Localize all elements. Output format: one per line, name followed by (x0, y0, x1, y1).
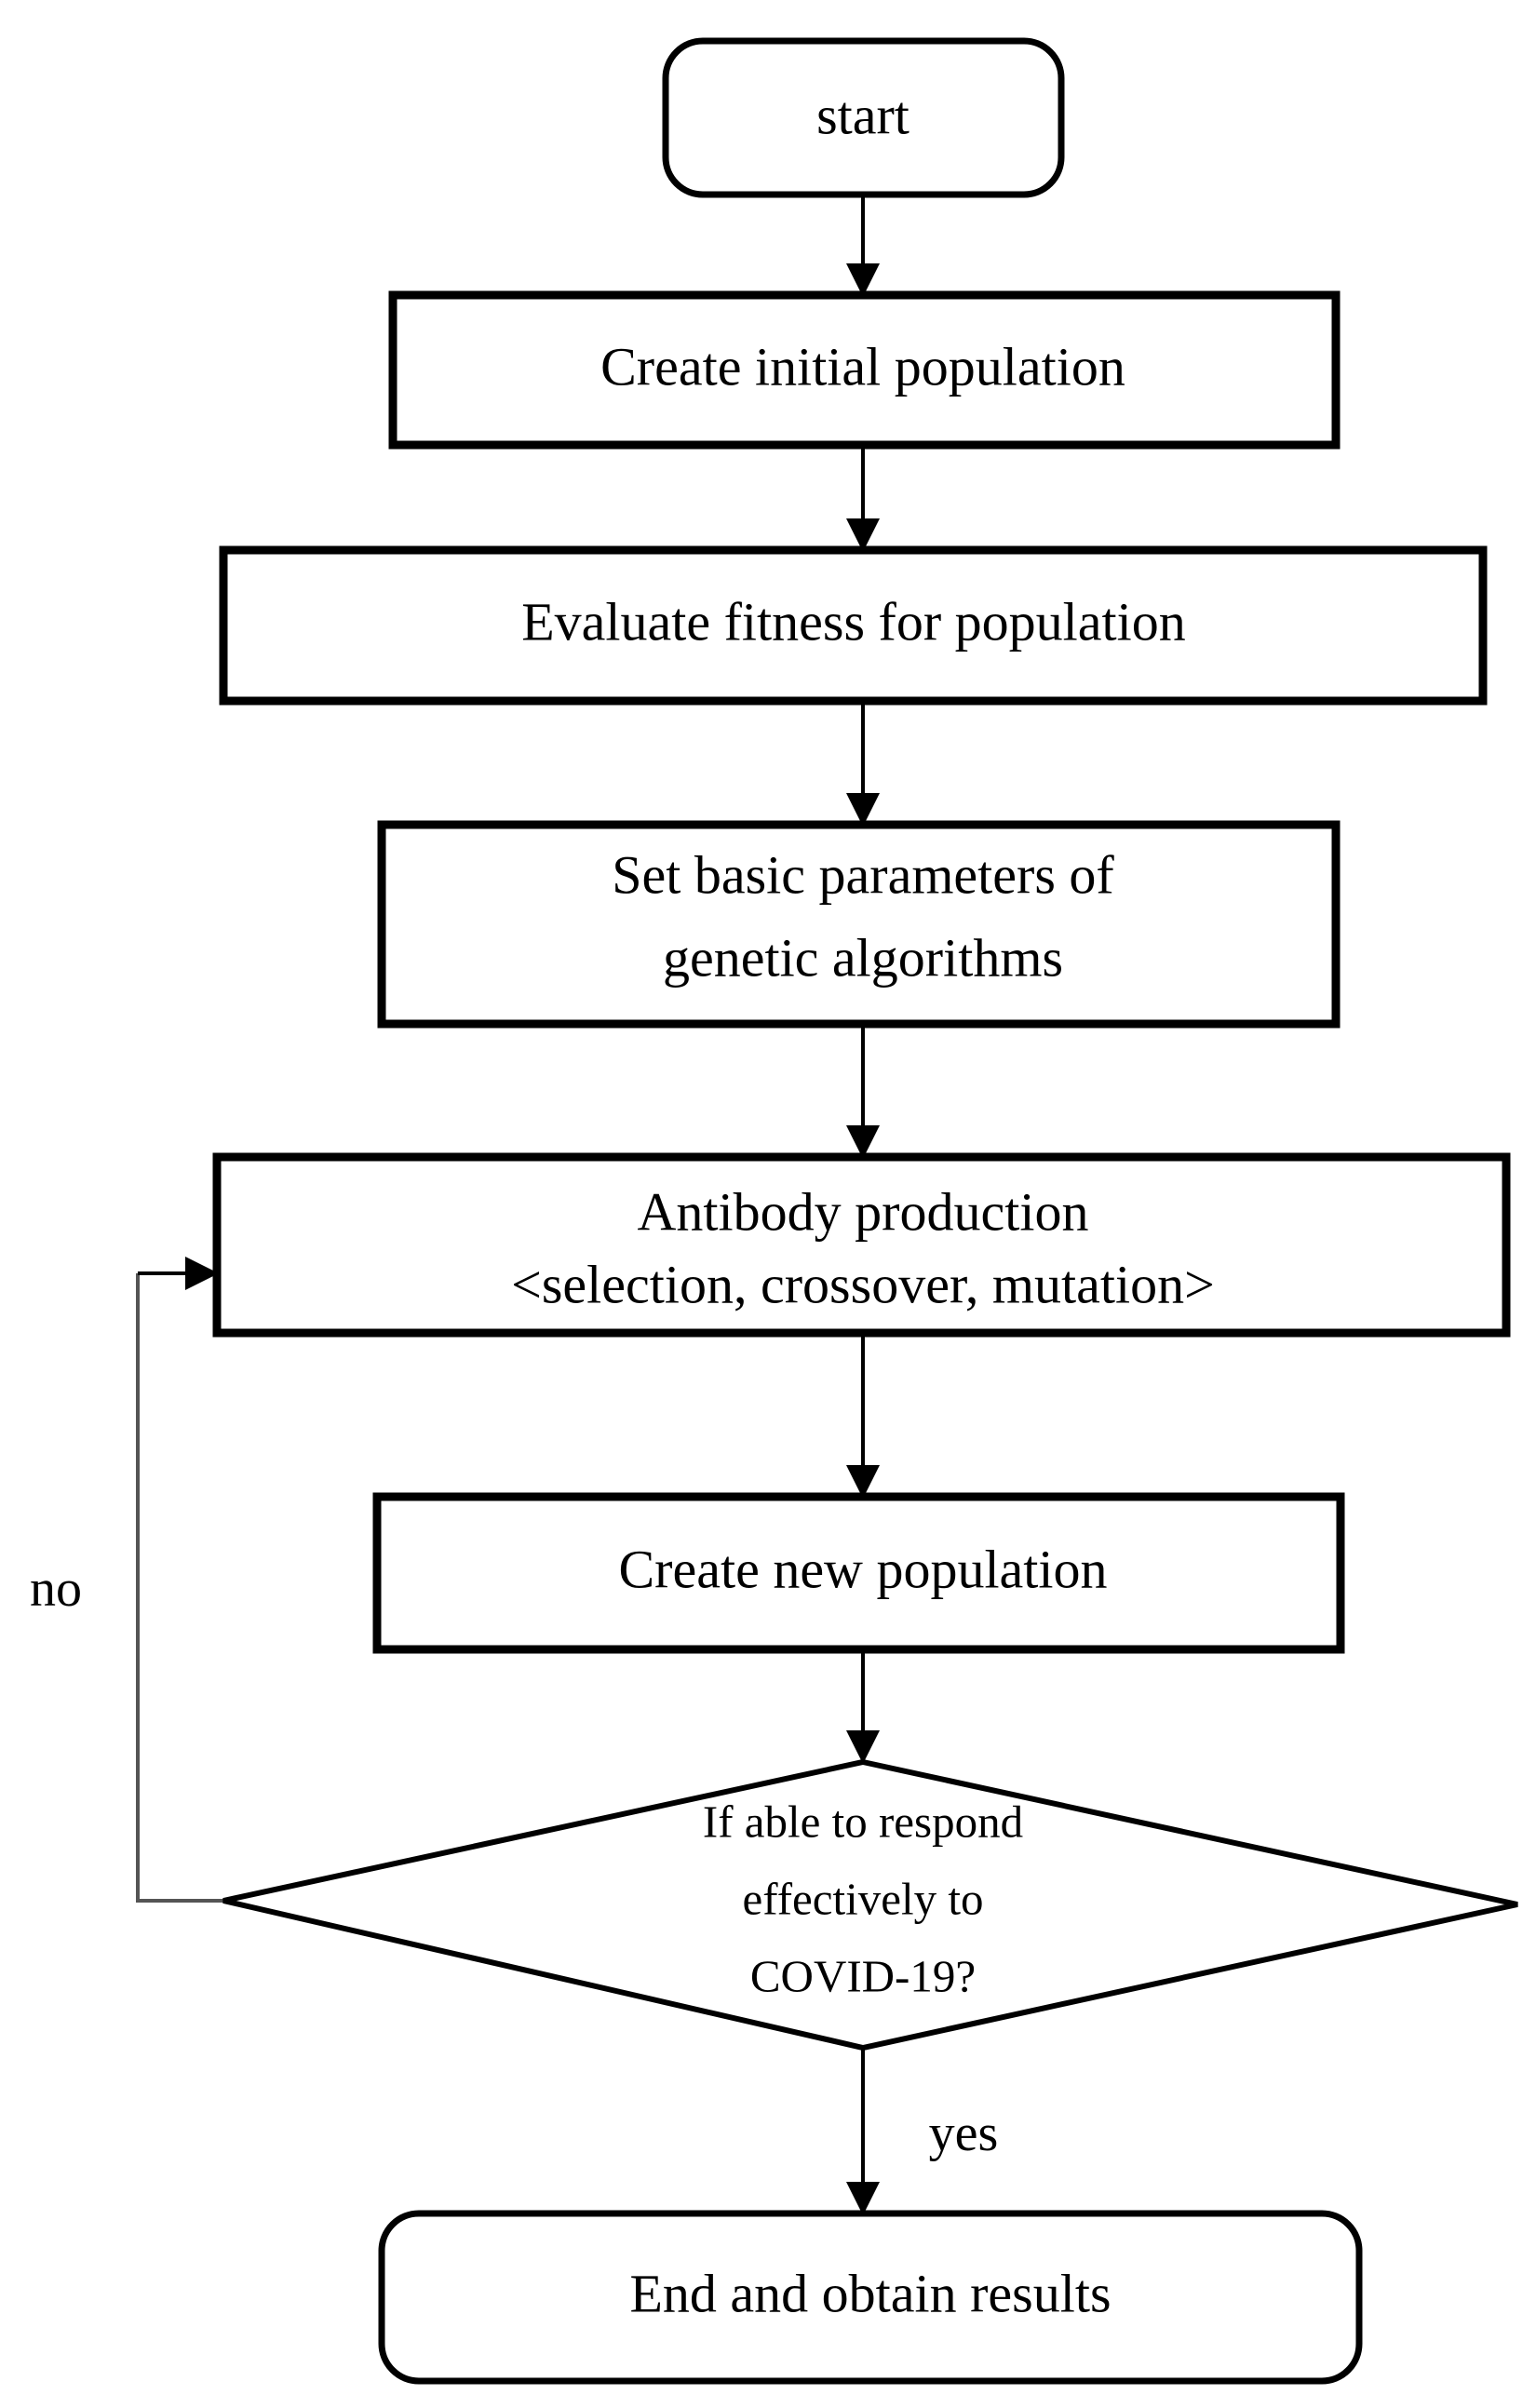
antibody-production-label-line1: Antibody production (638, 1181, 1089, 1242)
end-shape (378, 2210, 1363, 2385)
set-parameters-label-line1: Set basic parameters of (612, 844, 1114, 905)
node-start[interactable]: start (662, 37, 1065, 198)
set-parameters-label-line2: genetic algorithms (663, 927, 1063, 988)
node-evaluate-fitness[interactable]: Evaluate fitness for population (219, 545, 1488, 706)
decision-label-line3: COVID-19? (750, 1950, 976, 2001)
start-shape (662, 37, 1065, 198)
connector-group (136, 195, 880, 2215)
antibody-production-shape (212, 1152, 1511, 1338)
edge-decision-no-loop (136, 1273, 223, 1903)
decision-shape (222, 1758, 1518, 2052)
node-decision[interactable]: If able to respond effectively to COVID-… (222, 1758, 1518, 2052)
create-initial-population-shape (388, 290, 1341, 450)
node-antibody-production[interactable]: Antibody production <selection, crossove… (212, 1152, 1511, 1338)
decision-label-line1: If able to respond (703, 1796, 1023, 1847)
edge-label-yes: yes (929, 2105, 999, 2162)
evaluate-fitness-shape (219, 545, 1488, 706)
node-end[interactable]: End and obtain results (378, 2210, 1363, 2385)
create-initial-population-label: Create initial population (600, 336, 1125, 397)
start-label: start (816, 85, 909, 145)
node-create-new-population[interactable]: Create new population (372, 1492, 1345, 1654)
create-new-population-shape (372, 1492, 1345, 1654)
decision-label-line2: effectively to (743, 1873, 984, 1924)
antibody-production-label-line2: <selection, crossover, mutation> (511, 1254, 1215, 1314)
end-label: End and obtain results (629, 2263, 1111, 2323)
set-parameters-shape (377, 820, 1341, 1029)
create-new-population-label: Create new population (618, 1539, 1107, 1599)
evaluate-fitness-label: Evaluate fitness for population (521, 591, 1186, 652)
node-create-initial-population[interactable]: Create initial population (388, 290, 1341, 450)
edge-label-no: no (30, 1560, 82, 1618)
node-set-parameters[interactable]: Set basic parameters of genetic algorith… (377, 820, 1341, 1029)
